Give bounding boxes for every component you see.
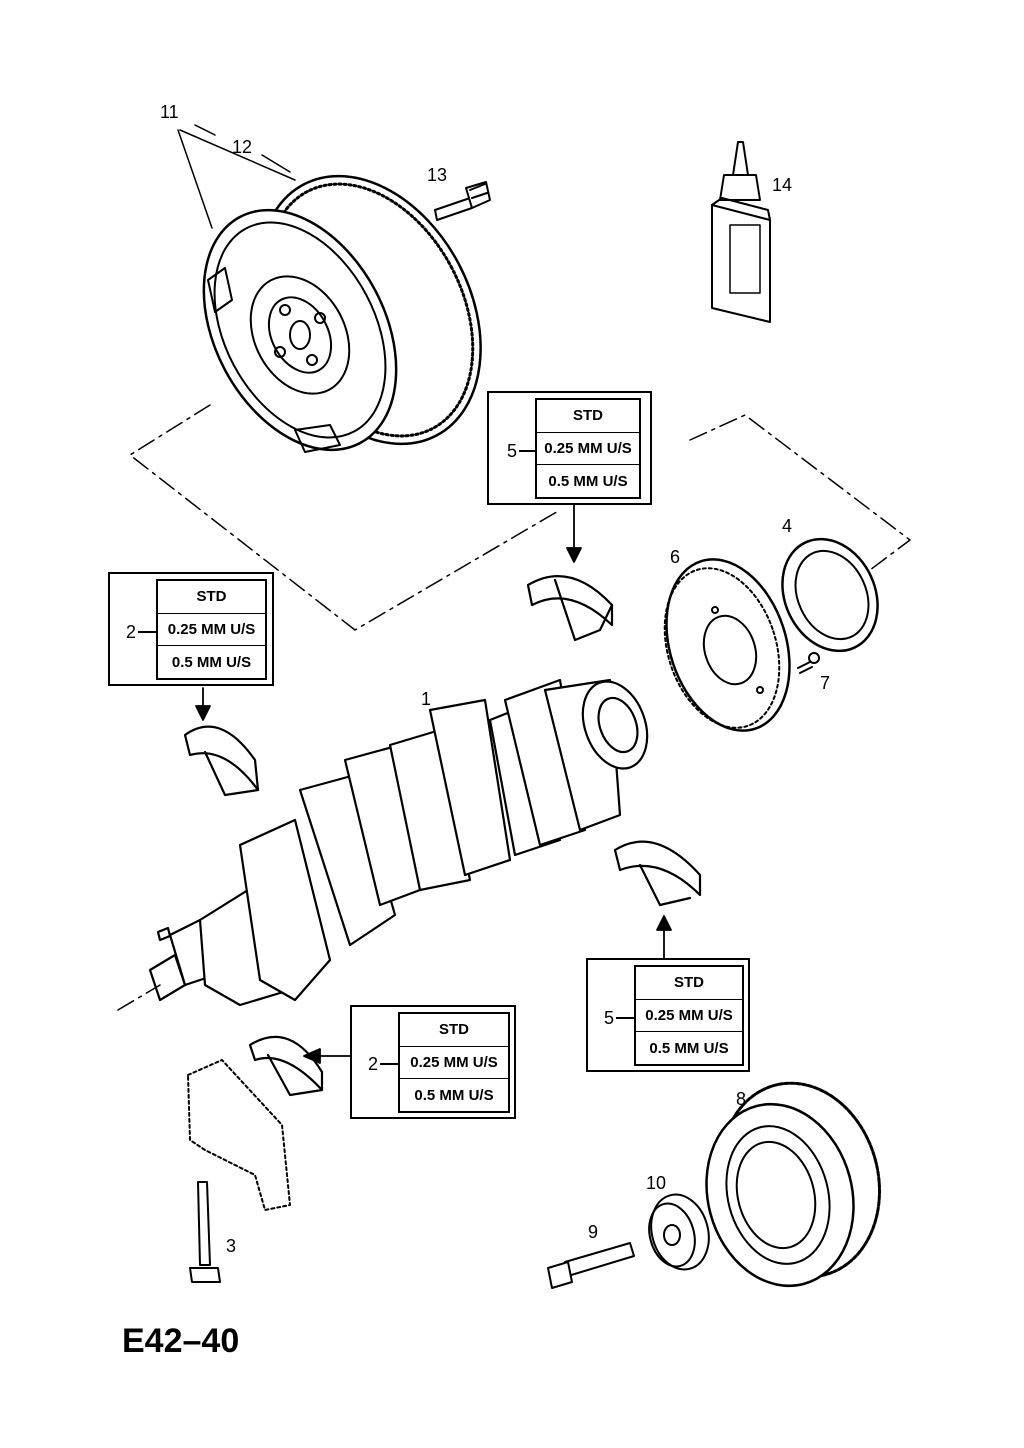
callout-9: 9 [588, 1222, 599, 1242]
callout-13: 13 [427, 165, 448, 185]
diagram-code: E42–40 [122, 1322, 240, 1360]
size-table-rows: STD 0.25 MM U/S 0.5 MM U/S [398, 1012, 510, 1113]
size-row-std: STD [573, 407, 603, 425]
callout-7: 7 [820, 673, 831, 693]
size-table-5-bottom: 5 STD 0.25 MM U/S 0.5 MM U/S [586, 958, 750, 1072]
size-row-05: 0.5 MM U/S [636, 1031, 742, 1064]
callout-8: 8 [736, 1089, 747, 1109]
size-table-rows: STD 0.25 MM U/S 0.5 MM U/S [535, 398, 641, 499]
callout-14: 14 [772, 175, 793, 195]
size-table-2-left: 2 STD 0.25 MM U/S 0.5 MM U/S [108, 572, 274, 686]
bearing-shells-drawing [183, 574, 702, 1097]
callout-11: 11 [160, 102, 179, 122]
size-table-2-bottom: 2 STD 0.25 MM U/S 0.5 MM U/S [350, 1005, 516, 1119]
seal-ring-drawing [781, 537, 879, 653]
size-row-05: 0.5 MM U/S [400, 1078, 508, 1111]
arrows [195, 504, 672, 1064]
flywheel-drawing [202, 174, 482, 453]
crankshaft-drawing [148, 678, 649, 1007]
callout-12: 12 [232, 137, 253, 157]
size-table-ref: 2 [368, 1054, 379, 1074]
reluctor-disc-drawing [663, 558, 791, 732]
callout-1: 1 [421, 689, 432, 709]
cap-bolt-drawing [189, 1181, 221, 1283]
sealant-bottle-drawing [711, 141, 771, 323]
size-row-05: 0.5 MM U/S [158, 645, 265, 678]
size-row-025: 0.25 MM U/S [636, 998, 742, 1032]
size-table-rows: STD 0.25 MM U/S 0.5 MM U/S [634, 965, 744, 1066]
flywheel-bolt-drawing [434, 181, 491, 221]
small-screw-drawing [797, 652, 820, 674]
size-row-025: 0.25 MM U/S [158, 612, 265, 646]
size-row-025: 0.25 MM U/S [400, 1045, 508, 1079]
size-table-ref: 5 [604, 1008, 615, 1028]
callout-6: 6 [670, 547, 681, 567]
callout-10: 10 [646, 1173, 667, 1193]
washer-drawing [648, 1193, 710, 1271]
pulley-bolt-drawing [547, 1242, 635, 1289]
size-row-std: STD [196, 588, 227, 606]
size-row-05: 0.5 MM U/S [537, 464, 639, 497]
size-table-5-top: 5 STD 0.25 MM U/S 0.5 MM U/S [487, 391, 652, 505]
crank-pulley-drawing [705, 1081, 881, 1288]
assembly-outline [117, 404, 911, 1011]
size-row-std: STD [439, 1021, 469, 1039]
size-row-std: STD [674, 974, 704, 992]
size-table-ref: 5 [507, 441, 518, 461]
bearing-cap-drawing [187, 1059, 291, 1211]
size-table-ref: 2 [126, 622, 137, 642]
leader-lines [177, 124, 296, 229]
callout-3: 3 [226, 1236, 237, 1256]
callout-4: 4 [782, 516, 793, 536]
size-row-025: 0.25 MM U/S [537, 431, 639, 465]
size-table-rows: STD 0.25 MM U/S 0.5 MM U/S [156, 579, 267, 680]
